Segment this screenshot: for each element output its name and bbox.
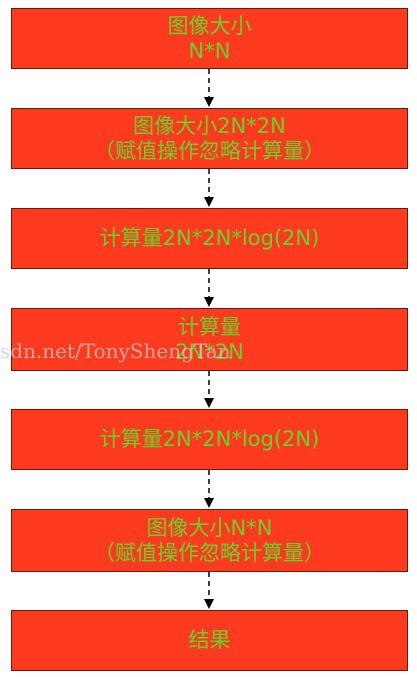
node-line: 2N*2N: [175, 339, 244, 364]
flow-node-image-size-nxn: 图像大小 N*N: [11, 8, 408, 69]
flow-arrow: [204, 269, 214, 307]
flow-node-computation-multiply: 计算量 2N*2N: [11, 308, 408, 371]
node-line: 图像大小: [167, 13, 252, 38]
flow-arrow: [204, 470, 214, 508]
flow-arrow: [204, 169, 214, 207]
flow-arrow: [204, 572, 214, 609]
flow-node-computation-fft: 计算量2N*2N*log(2N): [11, 208, 408, 269]
flow-node-result: 结果: [11, 610, 408, 671]
node-line: （赋值操作忽略计算量）: [94, 540, 325, 565]
flow-arrow: [204, 371, 214, 408]
node-line: 计算量: [178, 314, 241, 339]
flow-node-computation-ifft: 计算量2N*2N*log(2N): [11, 409, 408, 470]
node-line: 计算量2N*2N*log(2N): [99, 226, 320, 250]
node-line: 计算量2N*2N*log(2N): [99, 427, 320, 451]
node-line: N*N: [188, 38, 231, 63]
flow-arrow: [204, 69, 214, 107]
node-line: 图像大小2N*2N: [133, 113, 286, 138]
flow-node-image-size-2nx2n: 图像大小2N*2N （赋值操作忽略计算量）: [11, 108, 408, 169]
node-line: （赋值操作忽略计算量）: [94, 138, 325, 163]
flow-node-image-size-crop: 图像大小N*N （赋值操作忽略计算量）: [11, 509, 408, 572]
node-line: 图像大小N*N: [146, 515, 273, 540]
node-line: 结果: [188, 628, 231, 652]
